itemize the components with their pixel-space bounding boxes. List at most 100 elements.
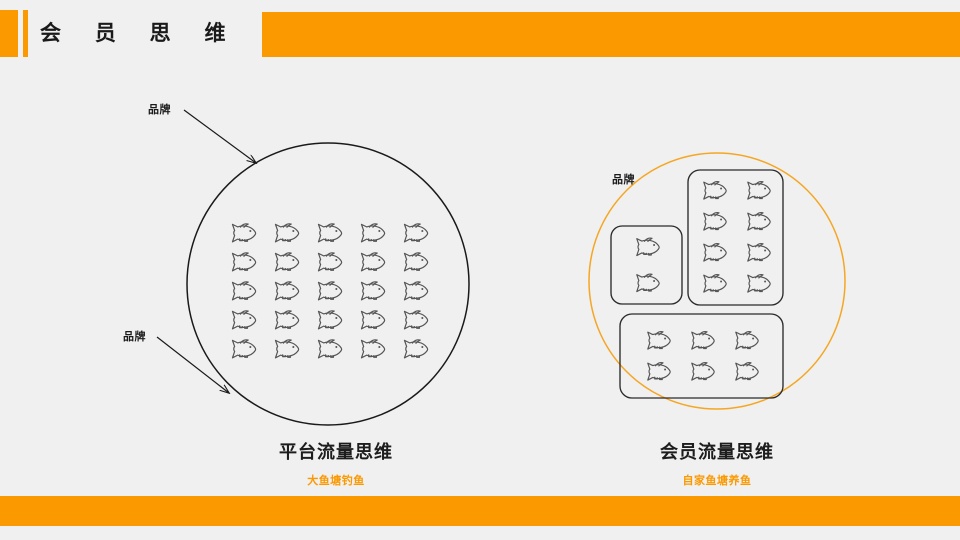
fish-body <box>360 223 386 243</box>
fish-eye <box>249 345 252 348</box>
fish-icon <box>231 252 257 272</box>
fish-belly-fin-a <box>325 354 329 358</box>
fish-icon <box>747 212 771 231</box>
fish-belly-fin-a <box>282 296 286 300</box>
fish-belly-fin-a <box>754 257 758 261</box>
fish-dorsal-fin <box>239 339 249 344</box>
fish-belly-fin-b <box>373 297 378 300</box>
fish-icon <box>360 281 386 301</box>
header-accent-block <box>262 12 960 57</box>
fish-belly-fin-b <box>287 239 292 242</box>
fish-belly-fin-b <box>416 326 421 329</box>
fish-body <box>317 252 343 272</box>
fish-eye <box>421 316 424 319</box>
fish-dorsal-fin <box>239 281 249 286</box>
fish-belly-fin-b <box>747 377 751 381</box>
fish-belly-fin-a <box>643 288 647 292</box>
fish-icon <box>735 362 759 381</box>
fish-belly-fin-a <box>368 267 372 271</box>
fish-icon <box>317 252 343 272</box>
fish-belly-fin-a <box>643 252 647 256</box>
fish-icon <box>747 274 771 293</box>
caption-right: 会员流量思维 自家鱼塘养鱼 <box>595 438 839 488</box>
fish-icon <box>747 243 771 262</box>
fish-eye <box>335 316 338 319</box>
fish-icon <box>735 331 759 350</box>
fish-belly-fin-b <box>373 239 378 242</box>
fish-belly-fin-b <box>648 288 652 292</box>
fish-dorsal-fin <box>754 212 764 217</box>
fish-belly-fin-a <box>368 296 372 300</box>
fish-belly-fin-b <box>330 355 335 358</box>
fish-icon <box>231 281 257 301</box>
caption-right-subtitle: 自家鱼塘养鱼 <box>682 475 752 487</box>
fish-belly-fin-b <box>715 289 719 293</box>
fish-eye <box>764 218 767 221</box>
fish-body <box>231 223 257 243</box>
fish-belly-fin-a <box>411 296 415 300</box>
fish-belly-fin-a <box>282 267 286 271</box>
fish-icon <box>647 362 671 381</box>
fish-icon <box>317 223 343 243</box>
fish-eye <box>249 258 252 261</box>
fish-belly-fin-a <box>325 267 329 271</box>
fish-icon <box>403 252 429 272</box>
fish-eye <box>249 316 252 319</box>
fish-dorsal-fin <box>754 181 764 186</box>
fish-dorsal-fin <box>411 310 421 315</box>
caption-left: 平台流量思维 大鱼塘钓鱼 <box>214 438 458 488</box>
fish-icon <box>274 281 300 301</box>
fish-dorsal-fin <box>239 310 249 315</box>
fish-dorsal-fin <box>282 223 292 228</box>
fish-icon <box>403 310 429 330</box>
fish-body <box>360 252 386 272</box>
fish-belly-fin-b <box>759 289 763 293</box>
fish-body <box>274 281 300 301</box>
fish-belly-fin-a <box>282 238 286 242</box>
fish-belly-fin-b <box>715 196 719 200</box>
fish-eye <box>653 280 656 283</box>
fish-body <box>703 181 727 200</box>
fish-eye <box>720 249 723 252</box>
fish-body <box>747 274 771 293</box>
fish-dorsal-fin <box>282 339 292 344</box>
right-pond-circle <box>588 152 846 410</box>
fish-belly-fin-a <box>368 325 372 329</box>
group-box-small <box>610 225 683 305</box>
footer-accent-bar <box>0 496 960 526</box>
fish-icon <box>703 181 727 200</box>
fish-icon <box>274 223 300 243</box>
fish-belly-fin-b <box>244 268 249 271</box>
right-fish-group-wide <box>647 331 759 381</box>
fish-dorsal-fin <box>411 223 421 228</box>
fish-eye <box>249 229 252 232</box>
fish-belly-fin-b <box>759 196 763 200</box>
fish-body <box>636 238 660 257</box>
fish-dorsal-fin <box>742 331 752 336</box>
fish-belly-fin-b <box>330 297 335 300</box>
caption-right-title: 会员流量思维 <box>660 442 774 462</box>
fish-dorsal-fin <box>239 223 249 228</box>
fish-belly-fin-a <box>325 296 329 300</box>
fish-dorsal-fin <box>710 212 720 217</box>
fish-icon <box>360 223 386 243</box>
fish-eye <box>708 368 711 371</box>
fish-icon <box>691 362 715 381</box>
fish-dorsal-fin <box>368 252 378 257</box>
fish-body <box>703 212 727 231</box>
fish-dorsal-fin <box>654 331 664 336</box>
fish-eye <box>335 287 338 290</box>
fish-dorsal-fin <box>411 339 421 344</box>
brand-label-left-bottom: 品牌 <box>123 331 146 343</box>
fish-belly-fin-b <box>703 377 707 381</box>
fish-eye <box>378 258 381 261</box>
group-box-tall <box>687 169 784 306</box>
fish-eye <box>292 287 295 290</box>
fish-dorsal-fin <box>368 223 378 228</box>
fish-belly-fin-a <box>282 354 286 358</box>
fish-eye <box>378 229 381 232</box>
fish-icon <box>647 331 671 350</box>
fish-belly-fin-b <box>330 326 335 329</box>
fish-belly-fin-a <box>282 325 286 329</box>
fish-body <box>360 281 386 301</box>
